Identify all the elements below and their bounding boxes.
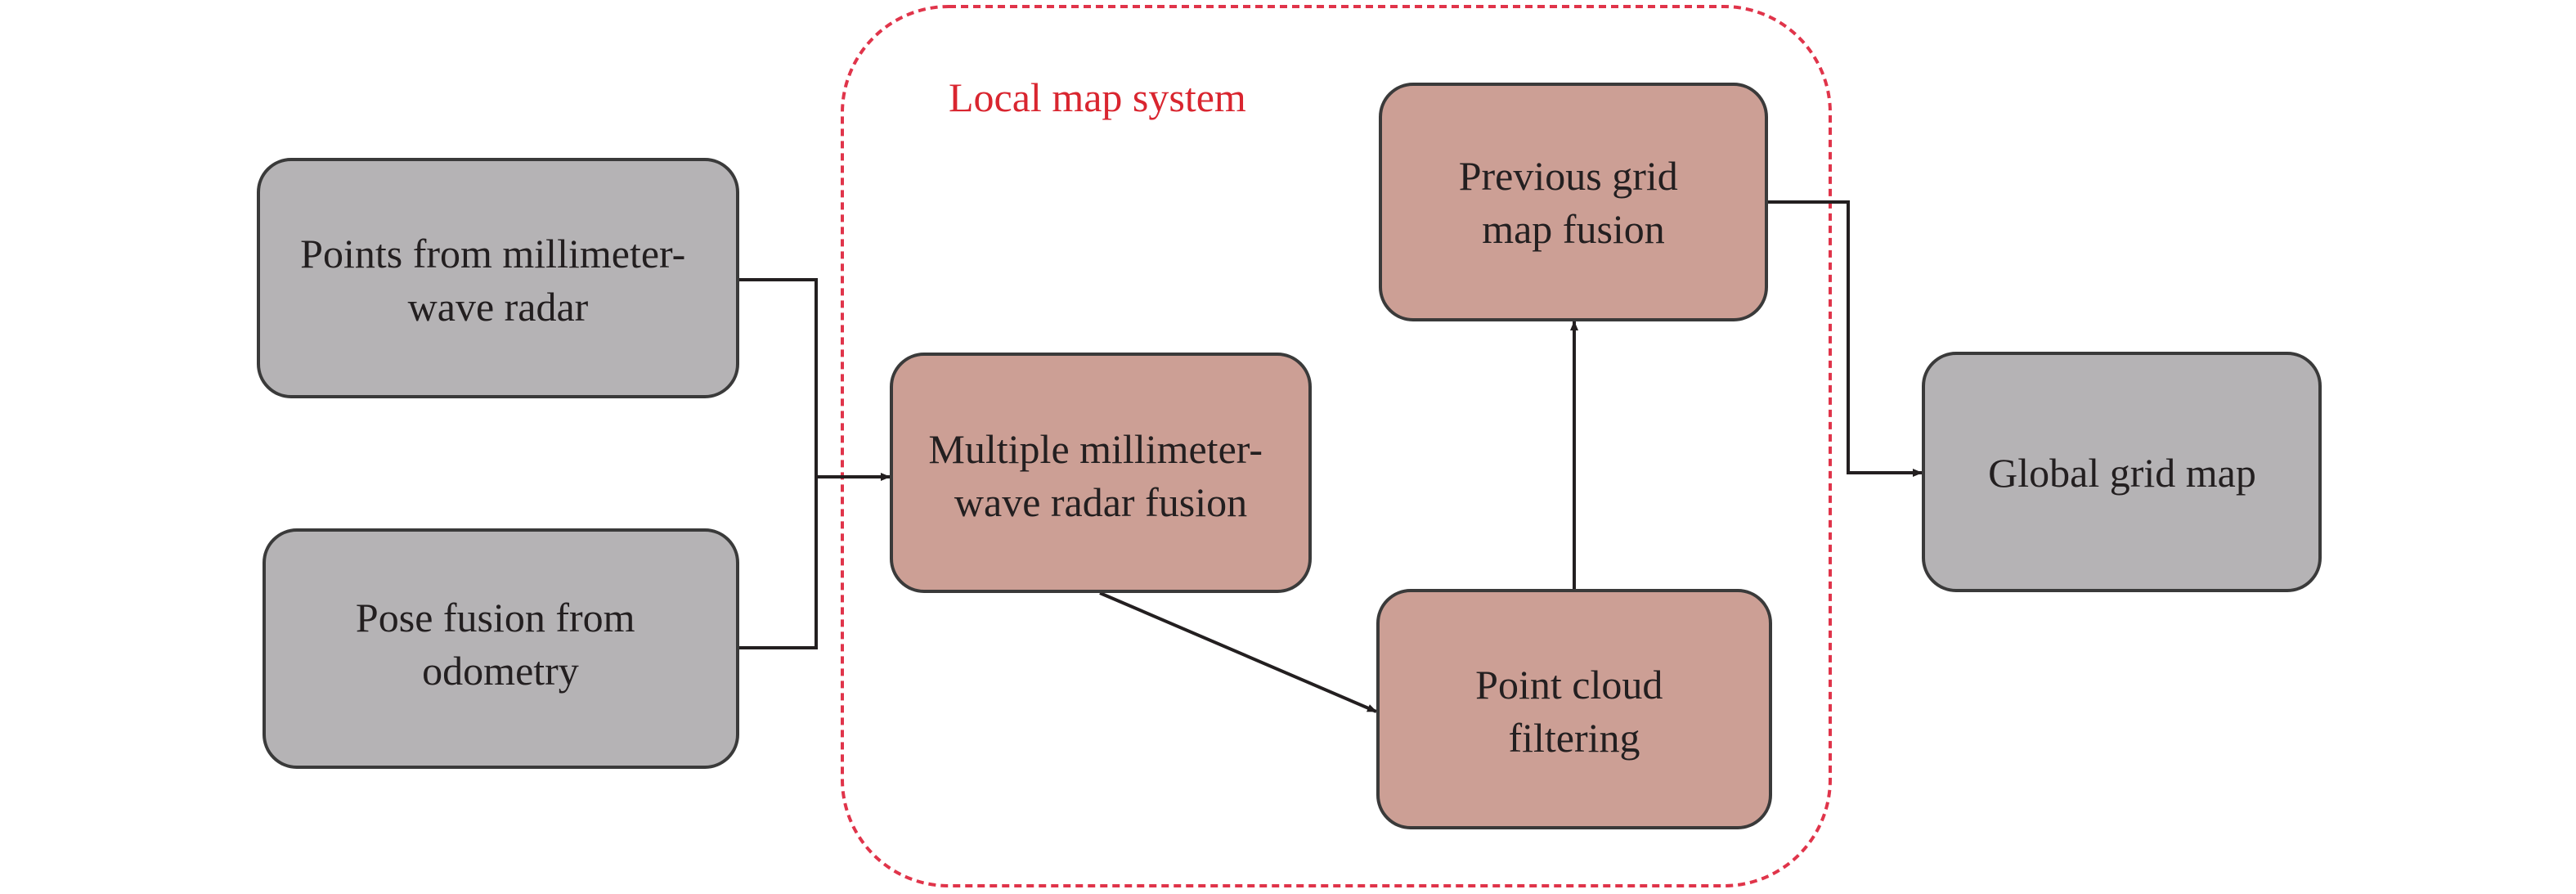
node-point-cloud-filtering: Point cloud filtering (1376, 589, 1772, 829)
edge-pose-fusion-to-junction (738, 477, 818, 649)
edge-previous-grid-fusion-to-global-grid-map (1766, 200, 1923, 477)
node-pose-fusion-line-2: odometry (422, 648, 579, 694)
node-points-from-radar-label: Points from millimeter- wave radar (300, 231, 696, 330)
node-points-from-radar: Points from millimeter- wave radar (257, 158, 739, 398)
node-points-from-radar-box (257, 158, 739, 398)
node-global-grid-map-box (1922, 352, 2322, 592)
node-points-from-radar-line-2: wave radar (408, 284, 589, 330)
node-previous-grid-fusion-box (1379, 83, 1768, 321)
edge-multi-radar-fusion-to-point-cloud-filtering (1099, 591, 1377, 713)
node-global-grid-map-line-1: Global grid map (1988, 450, 2256, 496)
node-multi-radar-fusion-box (890, 353, 1312, 593)
node-global-grid-map-label: Global grid map (1988, 450, 2256, 496)
node-multi-radar-fusion: Multiple millimeter- wave radar fusion (890, 353, 1312, 593)
node-point-cloud-filtering-label: Point cloud filtering (1475, 662, 1673, 761)
node-point-cloud-filtering-box (1376, 589, 1772, 829)
local-map-system-label: Local map system (949, 74, 1246, 120)
node-global-grid-map: Global grid map (1922, 352, 2322, 592)
node-pose-fusion-line-1: Pose fusion from (356, 595, 635, 640)
node-points-from-radar-line-1: Points from millimeter- (300, 231, 685, 276)
local-map-system-boundary (841, 5, 1832, 887)
edges (738, 200, 1923, 713)
node-pose-fusion: Pose fusion from odometry (263, 528, 739, 769)
node-previous-grid-fusion-line-2: map fusion (1482, 206, 1665, 252)
node-multi-radar-fusion-line-2: wave radar fusion (954, 479, 1247, 525)
node-point-cloud-filtering-line-1: Point cloud (1475, 662, 1663, 708)
node-multi-radar-fusion-line-1: Multiple millimeter- (928, 426, 1263, 472)
node-previous-grid-fusion: Previous grid map fusion (1379, 83, 1768, 321)
node-multi-radar-fusion-label: Multiple millimeter- wave radar fusion (928, 426, 1272, 525)
node-pose-fusion-label: Pose fusion from odometry (356, 595, 645, 694)
edge-radar-points-to-junction (738, 278, 818, 477)
node-pose-fusion-box (263, 528, 739, 769)
node-point-cloud-filtering-line-2: filtering (1508, 715, 1640, 761)
local-map-system-region: Local map system (841, 5, 1832, 887)
node-previous-grid-fusion-label: Previous grid map fusion (1459, 153, 1689, 252)
node-previous-grid-fusion-line-1: Previous grid (1459, 153, 1678, 199)
